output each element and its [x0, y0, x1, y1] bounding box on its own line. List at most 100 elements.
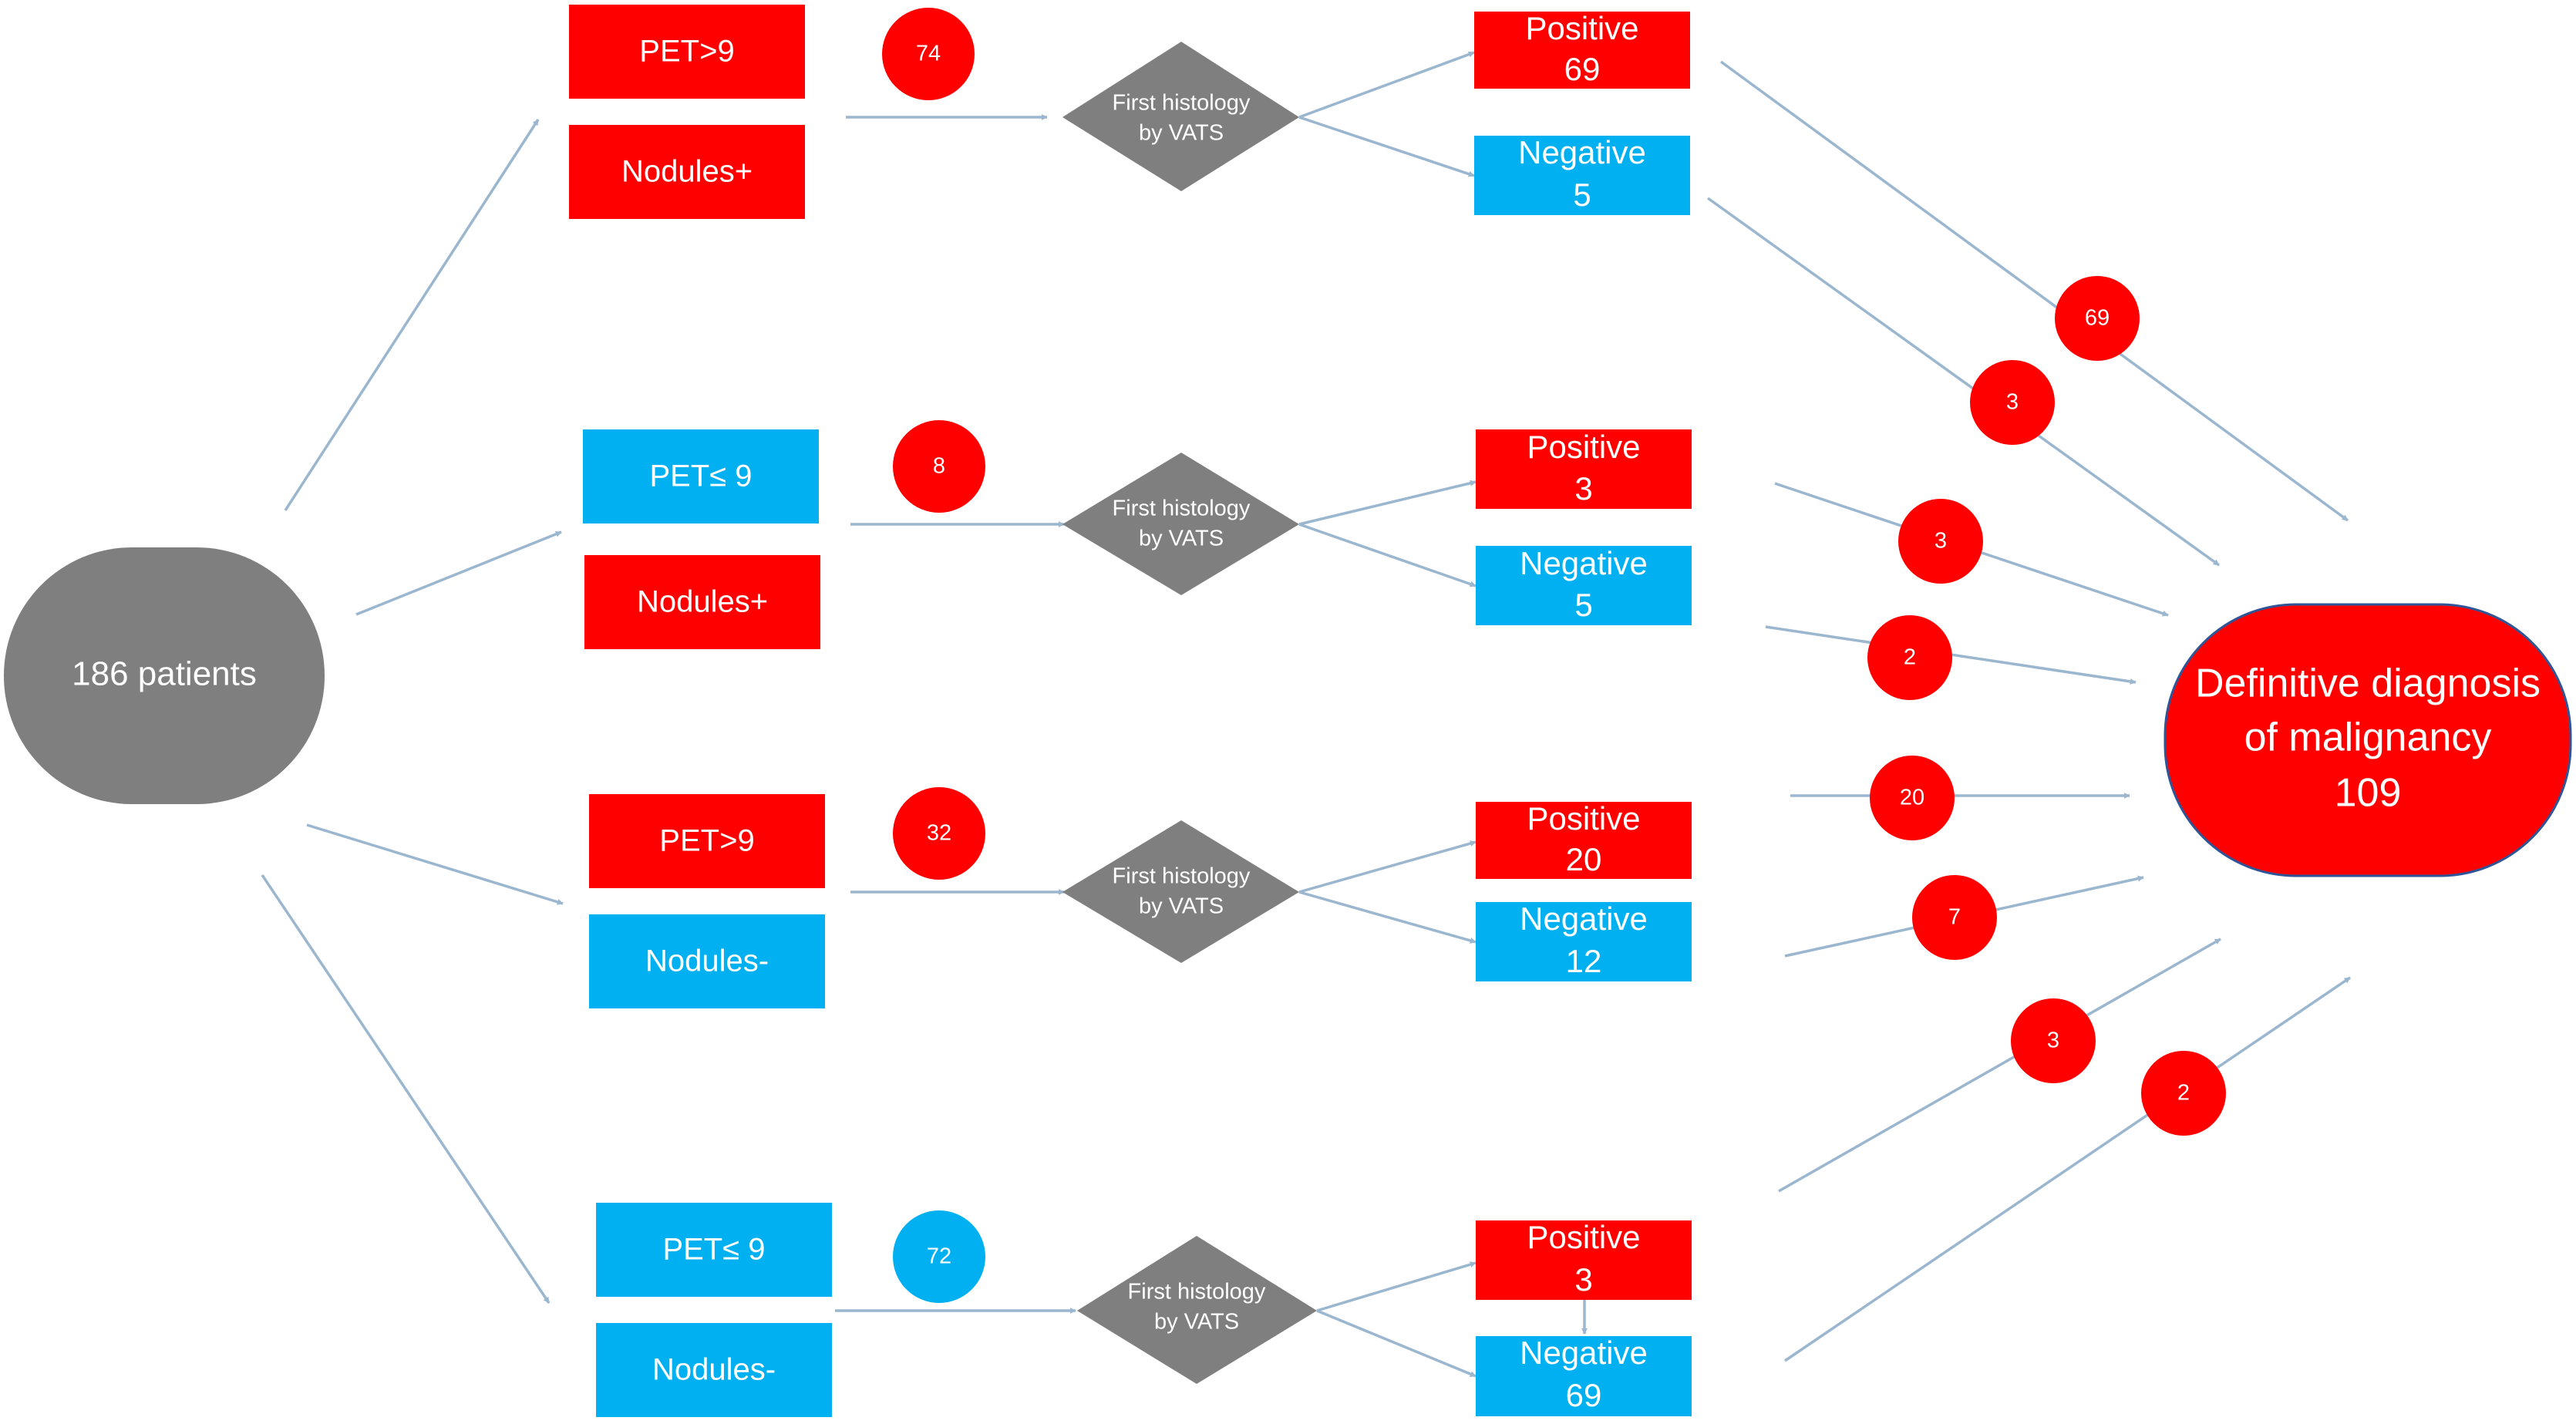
line-histology-4-to-negative — [1316, 1309, 1477, 1378]
diagnosis-count-badge — [1898, 499, 1983, 584]
positive-label: Positive — [1527, 429, 1640, 465]
negative-box — [1476, 902, 1692, 981]
diagnosis-count-badge — [1867, 615, 1952, 700]
count-badge — [882, 8, 975, 100]
histology-diamond — [1062, 42, 1299, 191]
arrow-result-4-negative-to-diagnosis — [1784, 976, 2351, 1362]
pet-box — [569, 5, 805, 99]
diagnosis-count-label: 2 — [2177, 1081, 2190, 1106]
negative-label: Negative — [1520, 901, 1648, 937]
pet-label: PET≤ 9 — [649, 460, 752, 493]
positive-label: Positive — [1527, 1219, 1640, 1255]
positive-count: 20 — [1566, 841, 1602, 877]
positive-box — [1476, 429, 1692, 509]
arrow-result-1-negative-to-diagnosis — [1706, 197, 2221, 567]
histology-label-line-2: by VATS — [1154, 1310, 1239, 1335]
negative-label: Negative — [1520, 1335, 1648, 1371]
negative-count: 69 — [1566, 1377, 1602, 1413]
pet-label: PET>9 — [659, 824, 754, 858]
negative-box — [1476, 1336, 1692, 1416]
line-histology-3-to-negative — [1298, 890, 1477, 944]
negative-box — [1476, 546, 1692, 625]
diagnosis-count-label: 2 — [1904, 645, 1916, 670]
arrow-result-4-positive-to-diagnosis — [1778, 938, 2221, 1193]
count-badge — [893, 787, 985, 880]
histology-diamond — [1062, 453, 1299, 595]
negative-box — [1474, 136, 1690, 215]
diagnosis-count-badge — [2141, 1051, 2226, 1136]
histology-label-line-2: by VATS — [1139, 894, 1224, 919]
line-histology-2-to-positive — [1298, 480, 1477, 526]
diagnosis-count-badge — [1970, 360, 2055, 445]
start-node-shape — [4, 547, 325, 804]
connectors — [261, 51, 2351, 1378]
definitive-diagnosis-node: Definitive diagnosis of malignancy 109 — [2164, 603, 2572, 877]
arrow-result-1-positive-to-diagnosis — [1719, 60, 2349, 522]
line-histology-1-to-negative — [1298, 116, 1475, 177]
positive-count: 3 — [1574, 470, 1592, 507]
positive-box — [1474, 12, 1690, 89]
line-histology-3-to-positive — [1298, 840, 1477, 894]
group-3: PET>9 Nodules- 32 First histology by VAT… — [589, 787, 1692, 1008]
diagnosis-count-badges: 69 3 3 2 20 7 3 2 — [1867, 276, 2226, 1136]
group-2: PET≤ 9 Nodules+ 8 First histology by VAT… — [583, 420, 1692, 649]
diagnosis-count-label: 3 — [2047, 1028, 2059, 1053]
diagnosis-count-label: 3 — [1935, 529, 1947, 554]
count-badge-label: 72 — [927, 1244, 951, 1269]
nodules-label: Nodules- — [652, 1353, 776, 1387]
histology-label-line-2: by VATS — [1139, 121, 1224, 146]
positive-label: Positive — [1527, 800, 1640, 837]
positive-count: 3 — [1574, 1261, 1592, 1298]
diagnosis-count-label: 20 — [1900, 786, 1924, 810]
arrow-start-to-group-1 — [284, 119, 540, 511]
diagnosis-count-badge — [1870, 756, 1955, 840]
definitive-diagnosis-line-1: Definitive diagnosis — [2195, 662, 2541, 706]
start-node: 186 patients — [4, 547, 325, 804]
count-badge-label: 32 — [927, 821, 951, 846]
arrow-start-to-group-2 — [355, 530, 562, 616]
positive-box — [1476, 1220, 1692, 1300]
pet-box — [596, 1203, 832, 1297]
negative-label: Negative — [1518, 134, 1646, 170]
definitive-diagnosis-shape — [2164, 603, 2572, 877]
histology-diamond — [1062, 820, 1299, 963]
histology-label-line-1: First histology — [1128, 1280, 1266, 1304]
pet-box — [589, 794, 825, 888]
nodules-label: Nodules+ — [621, 155, 753, 189]
pet-label: PET>9 — [639, 35, 734, 69]
line-histology-1-to-positive — [1298, 51, 1475, 119]
count-badge-label: 8 — [933, 454, 945, 479]
nodules-label: Nodules+ — [637, 585, 768, 619]
histology-label-line-1: First histology — [1113, 497, 1251, 521]
nodules-box — [589, 914, 825, 1008]
line-histology-4-to-positive — [1316, 1261, 1477, 1312]
positive-label: Positive — [1525, 10, 1638, 46]
negative-count: 12 — [1566, 943, 1602, 979]
count-badge-label: 74 — [916, 42, 941, 66]
arrow-start-to-group-3 — [306, 823, 564, 905]
histology-label-line-2: by VATS — [1139, 527, 1224, 551]
diagnosis-count-badge — [2011, 998, 2096, 1083]
group-4: PET≤ 9 Nodules- 72 First histology by VA… — [596, 1203, 1692, 1417]
diagnosis-count-label: 3 — [2006, 390, 2019, 415]
nodules-box — [569, 125, 805, 219]
histology-label-line-1: First histology — [1113, 864, 1251, 889]
negative-count: 5 — [1573, 177, 1591, 213]
count-badge — [893, 1210, 985, 1303]
negative-label: Negative — [1520, 545, 1648, 581]
diagnosis-count-label: 69 — [2085, 306, 2110, 331]
definitive-diagnosis-line-2: of malignancy — [2244, 715, 2492, 760]
pet-label: PET≤ 9 — [662, 1233, 765, 1267]
group-1: PET>9 Nodules+ 74 First histology by VAT… — [569, 5, 1690, 219]
positive-count: 69 — [1564, 51, 1601, 87]
nodules-label: Nodules- — [645, 944, 769, 978]
definitive-diagnosis-count: 109 — [2335, 771, 2402, 816]
line-histology-2-to-negative — [1298, 523, 1477, 587]
positive-box — [1476, 802, 1692, 879]
count-badge — [893, 420, 985, 513]
negative-count: 5 — [1574, 587, 1592, 623]
histology-diamond — [1077, 1236, 1317, 1384]
diagnosis-count-label: 7 — [1948, 905, 1961, 930]
pet-box — [583, 429, 819, 523]
